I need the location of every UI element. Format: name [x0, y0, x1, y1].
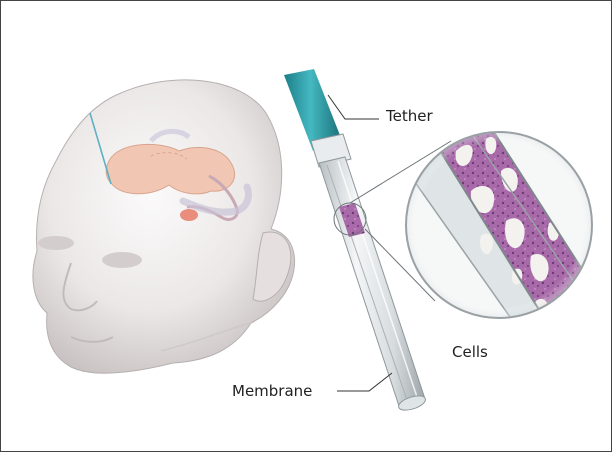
- cells-label: Cells: [452, 345, 488, 360]
- magnified-cells-view: [393, 105, 601, 361]
- tether-label: Tether: [386, 109, 433, 124]
- membrane-label: Membrane: [232, 384, 312, 399]
- head-illustration: [33, 80, 295, 373]
